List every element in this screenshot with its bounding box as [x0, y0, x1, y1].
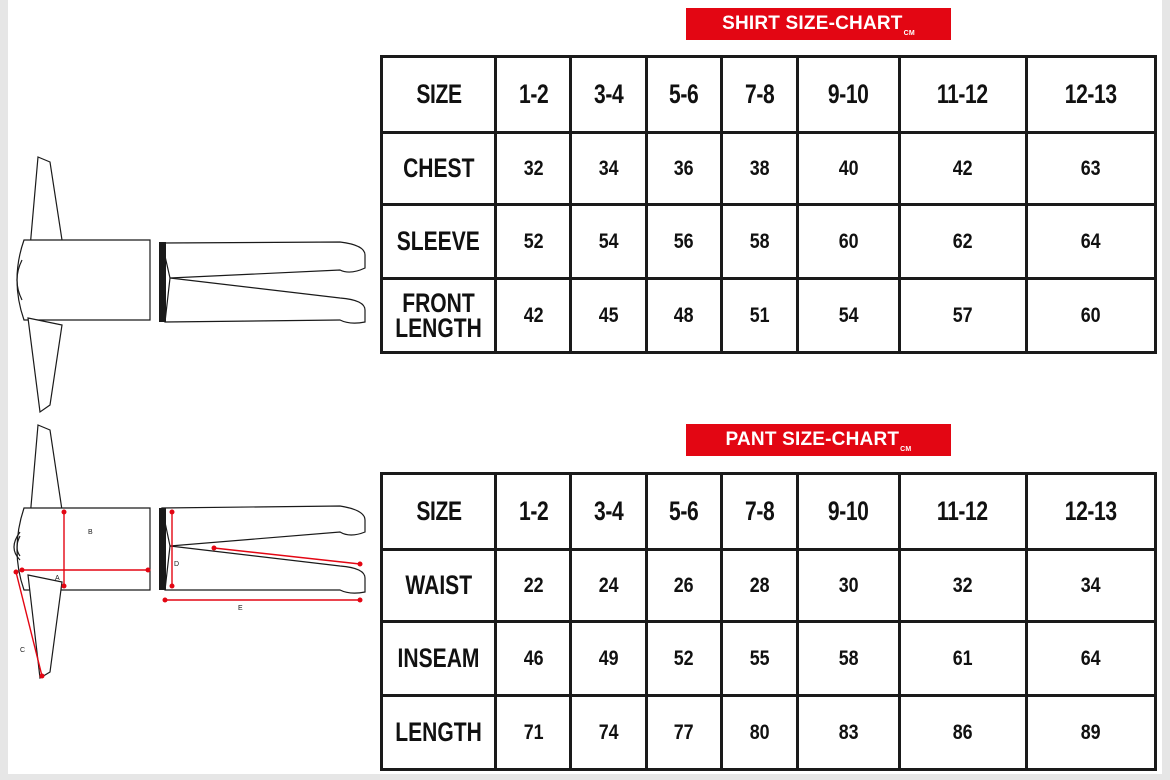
table-cell: 30 — [795, 548, 901, 623]
table-cell: 56 — [644, 203, 724, 280]
column-header: 12-13 — [1039, 55, 1143, 134]
table-cell: 83 — [795, 694, 901, 771]
table-cell: 32 — [897, 548, 1028, 623]
row-label-waist: WAIST — [380, 548, 497, 623]
table-cell: 54 — [795, 277, 901, 354]
table-cell: 74 — [569, 694, 648, 771]
table-cell: 89 — [1024, 694, 1158, 771]
column-header: 11-12 — [912, 55, 1014, 134]
row-label-inseam: INSEAM — [380, 620, 497, 697]
table-cell: 38 — [720, 131, 799, 206]
shirt-and-pant-illustration — [16, 156, 366, 414]
table-cell: 42 — [897, 131, 1028, 206]
table-row: SLEEVE 52 54 56 58 60 62 64 — [380, 203, 1158, 280]
table-cell: 36 — [644, 131, 724, 206]
label-c: C — [20, 647, 25, 654]
shirt-lower-sleeve-shape — [27, 317, 63, 414]
column-header: 11-12 — [912, 472, 1014, 551]
column-header: 9-10 — [807, 472, 890, 551]
table-cell: 55 — [720, 620, 799, 697]
column-header: 7-8 — [728, 472, 790, 551]
table-cell: 28 — [720, 548, 799, 623]
label-d: D — [174, 561, 179, 568]
measurement-guide-illustration: A B C D E — [13, 424, 366, 679]
shirt-chart-unit: CM — [903, 30, 915, 37]
pant-lower-leg-shape — [164, 277, 366, 324]
table-cell: 71 — [493, 694, 573, 771]
table-cell: 64 — [1024, 203, 1158, 280]
left-border-strip — [0, 0, 8, 780]
bottom-border-strip — [0, 774, 1170, 780]
table-header-row: SIZE 1-2 3-4 5-6 7-8 9-10 11-12 12-13 — [382, 55, 1156, 134]
pant-waistband-shape — [159, 242, 166, 322]
shirt-chart-title: SHIRT SIZE-CHART — [722, 13, 903, 34]
table-cell: 80 — [720, 694, 799, 771]
table-row: CHEST 32 34 36 38 40 42 63 — [380, 131, 1158, 206]
table-cell: 77 — [644, 694, 724, 771]
table-cell: 42 — [493, 277, 573, 354]
column-header: SIZE — [392, 472, 485, 551]
pant-upper-leg-shape — [161, 241, 366, 279]
table-cell: 60 — [1024, 277, 1158, 354]
row-label-length: LENGTH — [380, 694, 497, 771]
table-cell: 52 — [493, 203, 573, 280]
column-header: 12-13 — [1039, 472, 1143, 551]
column-header: 5-6 — [653, 55, 715, 134]
row-label-chest: CHEST — [380, 131, 497, 206]
pant-chart-title: PANT SIZE-CHART — [725, 429, 900, 450]
table-cell: 34 — [1024, 548, 1158, 623]
table-cell: 62 — [897, 203, 1028, 280]
right-border-strip — [1162, 0, 1170, 780]
pant-size-chart-banner: PANT SIZE-CHARTCM — [686, 424, 951, 456]
pant-chart-unit: CM — [900, 446, 912, 453]
column-header: 3-4 — [578, 472, 640, 551]
shirt-body-shape — [16, 239, 151, 321]
table-cell: 34 — [569, 131, 648, 206]
label-a: A — [55, 575, 60, 582]
table-cell: 51 — [720, 277, 799, 354]
table-cell: 40 — [795, 131, 901, 206]
table-cell: 46 — [493, 620, 573, 697]
table-cell: 64 — [1024, 620, 1158, 697]
table-cell: 49 — [569, 620, 648, 697]
table-cell: 63 — [1024, 131, 1158, 206]
table-cell: 48 — [644, 277, 724, 354]
table-cell: 52 — [644, 620, 724, 697]
table-cell: 58 — [720, 203, 799, 280]
table-row: INSEAM 46 49 52 55 58 61 64 — [380, 620, 1158, 697]
column-header: 7-8 — [728, 55, 790, 134]
table-cell: 60 — [795, 203, 901, 280]
table-cell: 57 — [897, 277, 1028, 354]
table-cell: 58 — [795, 620, 901, 697]
column-header: 5-6 — [653, 472, 715, 551]
shirt-size-table: SIZE 1-2 3-4 5-6 7-8 9-10 11-12 12-13 CH… — [380, 55, 1158, 354]
pant-size-table: SIZE 1-2 3-4 5-6 7-8 9-10 11-12 12-13 WA… — [380, 472, 1158, 771]
table-cell: 22 — [493, 548, 573, 623]
column-header: SIZE — [392, 55, 485, 134]
column-header: 1-2 — [502, 55, 564, 134]
label-e: E — [238, 605, 243, 612]
table-cell: 32 — [493, 131, 573, 206]
table-cell: 54 — [569, 203, 648, 280]
arrow-c — [15, 571, 43, 677]
table-cell: 24 — [569, 548, 648, 623]
table-cell: 26 — [644, 548, 724, 623]
shirt-size-chart-banner: SHIRT SIZE-CHARTCM — [686, 8, 951, 40]
table-row: LENGTH 71 74 77 80 83 86 89 — [380, 694, 1158, 771]
column-header: 9-10 — [807, 55, 890, 134]
table-header-row: SIZE 1-2 3-4 5-6 7-8 9-10 11-12 12-13 — [382, 472, 1156, 551]
table-cell: 45 — [569, 277, 648, 354]
arrow-inseam — [213, 547, 361, 565]
column-header: 1-2 — [502, 472, 564, 551]
row-label-sleeve: SLEEVE — [380, 203, 497, 280]
table-cell: 86 — [897, 694, 1028, 771]
table-cell: 61 — [897, 620, 1028, 697]
label-b: B — [88, 529, 93, 536]
shirt-upper-sleeve-shape — [29, 156, 63, 249]
table-row: WAIST 22 24 26 28 30 32 34 — [380, 548, 1158, 623]
column-header: 3-4 — [578, 55, 640, 134]
